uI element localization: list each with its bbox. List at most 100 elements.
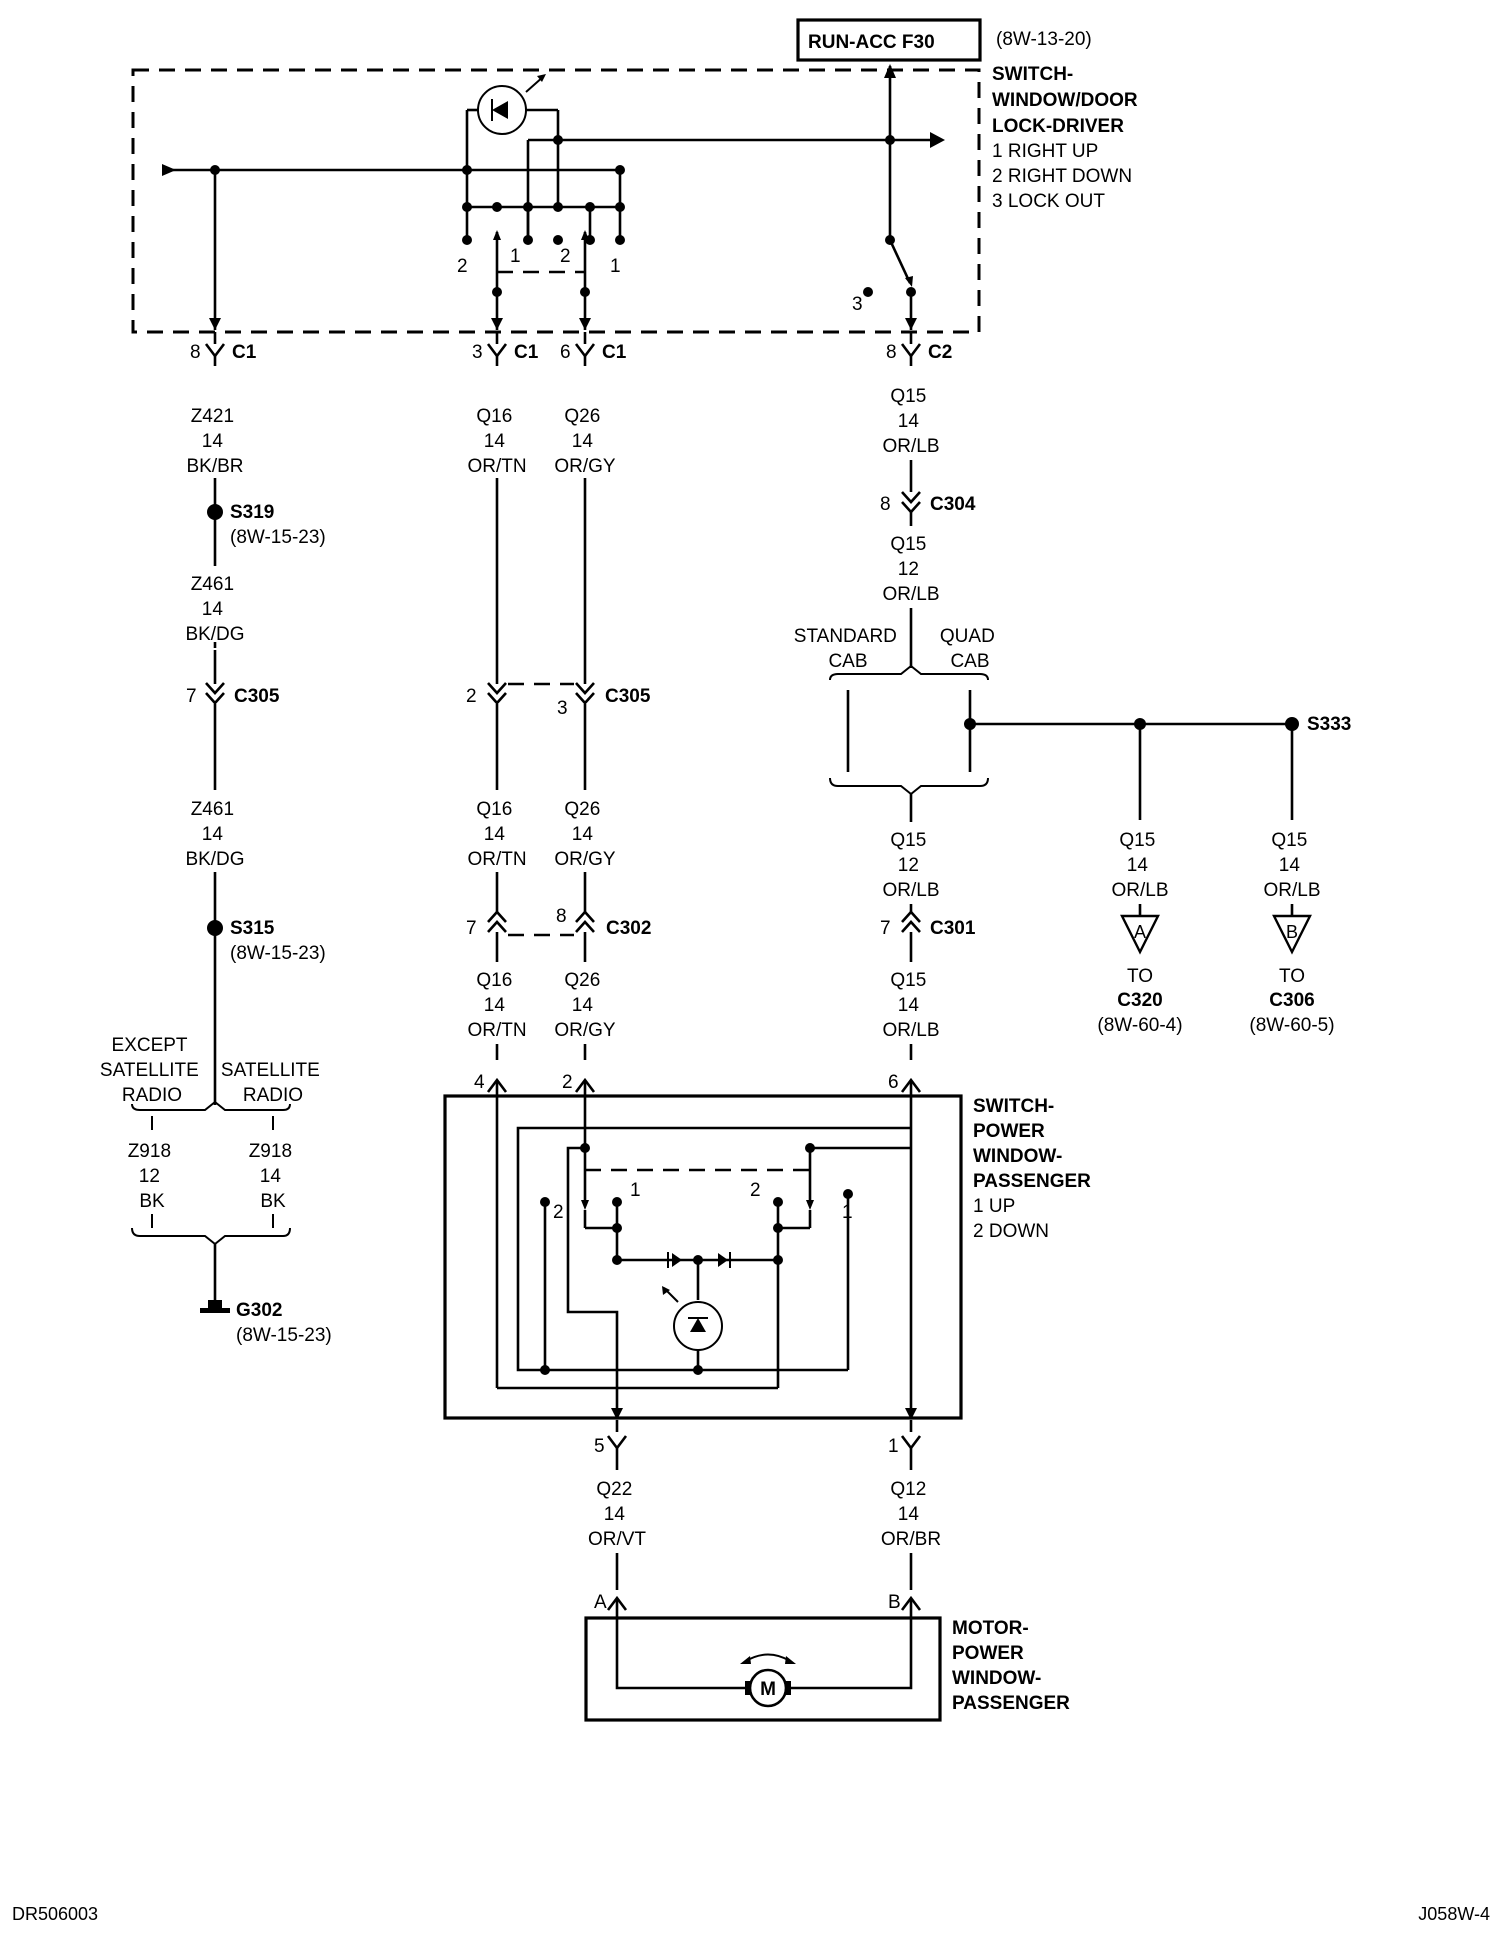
contact-label: 1	[610, 256, 621, 277]
fuse-label: RUN-ACC F30	[808, 32, 935, 53]
svg-text:7: 7	[466, 918, 477, 939]
splice-s315-name: S315	[230, 918, 275, 939]
connector-c1-pin6: 6 C1	[560, 342, 627, 366]
svg-text:A: A	[1134, 922, 1146, 942]
wire-label-q26: Q26 14 OR/GY	[554, 406, 616, 477]
passenger-switch-assembly: SWITCH- POWER WINDOW- PASSENGER 1 UP 2 D…	[443, 1072, 1091, 1420]
svg-text:1: 1	[888, 1436, 899, 1457]
svg-text:C305: C305	[234, 686, 280, 707]
ground-g302-icon	[200, 1300, 230, 1313]
motor-assembly: A B M MOTOR- POWER WINDOW- PASSENGER	[584, 1592, 1070, 1722]
svg-text:8: 8	[880, 494, 891, 515]
offpage-connector-b: B TO C306 (8W-60-5)	[1249, 914, 1335, 1036]
fuse-run-acc-f30: RUN-ACC F30 (8W-13-20)	[796, 18, 1092, 62]
svg-text:C301: C301	[930, 918, 976, 939]
connector-pin-4: 4	[474, 1072, 508, 1094]
svg-text:3: 3	[472, 342, 483, 363]
splice-s319-ref: (8W-15-23)	[230, 527, 326, 548]
contact-label: 1	[630, 1180, 641, 1201]
svg-text:C2: C2	[928, 342, 952, 363]
connector-pin-a: A	[594, 1592, 628, 1613]
svg-text:7: 7	[880, 918, 891, 939]
connector-c301: 7 C301	[880, 910, 976, 939]
connector-pin-1: 1	[888, 1434, 922, 1457]
offpage-connector-a: A TO C320 (8W-60-4)	[1097, 914, 1183, 1036]
connector-c2-pin8: 8 C2	[886, 342, 952, 366]
svg-text:8: 8	[556, 906, 567, 927]
contact-label: 2	[457, 256, 468, 277]
motor-icon	[748, 1668, 788, 1708]
passenger-switch-positions: 1 UP 2 DOWN	[973, 1196, 1049, 1242]
driver-switch-outline	[131, 68, 981, 334]
svg-text:C1: C1	[602, 342, 627, 363]
wire-label-z918-14: Z918 14 BK	[249, 1141, 298, 1212]
svg-text:8: 8	[190, 342, 201, 363]
wire-label-q15: Q15 14 OR/LB	[882, 386, 939, 457]
connector-c305-pins-2-3: 2 3 C305	[466, 681, 651, 719]
wire-label-q16: Q16 14 OR/TN	[467, 970, 526, 1041]
wire-label-q15: Q15 14 OR/LB	[1263, 830, 1320, 901]
svg-text:6: 6	[560, 342, 571, 363]
branch-quad-cab: QUAD CAB	[940, 626, 1000, 672]
wire-label-q16: Q16 14 OR/TN	[467, 406, 526, 477]
svg-text:6: 6	[888, 1072, 899, 1093]
svg-text:B: B	[888, 1592, 901, 1613]
wire-label-q15: Q15 14 OR/LB	[882, 970, 939, 1041]
wire-label-q22: Q22 14 OR/VT	[588, 1479, 646, 1550]
svg-text:4: 4	[474, 1072, 485, 1093]
wire-label-z461: Z461 14 BK/DG	[185, 799, 244, 870]
driver-switch-title: SWITCH- WINDOW/DOOR LOCK-DRIVER	[992, 64, 1143, 137]
contact-label: 1	[510, 246, 521, 267]
branch-standard-cab: STANDARD CAB	[794, 626, 902, 672]
drawing-id-right: J058W-4	[1418, 1904, 1490, 1924]
splice-s319-name: S319	[230, 502, 274, 523]
svg-text:A: A	[594, 1592, 607, 1613]
svg-text:C305: C305	[605, 686, 651, 707]
svg-text:(8W-60-5): (8W-60-5)	[1249, 1015, 1334, 1036]
connector-pin-2: 2	[562, 1072, 596, 1094]
connector-c304: 8 C304	[880, 490, 976, 515]
contact-label: 2	[750, 1180, 761, 1201]
wire-label-q26: Q26 14 OR/GY	[554, 799, 616, 870]
splice-s315-ref: (8W-15-23)	[230, 943, 326, 964]
svg-text:5: 5	[594, 1436, 605, 1457]
splice-s319	[207, 504, 223, 520]
svg-text:TO: TO	[1127, 966, 1153, 987]
splice-s315	[207, 920, 223, 936]
motor-outline	[584, 1616, 942, 1722]
connector-c1-pin3: 3 C1	[472, 342, 539, 366]
wire-label-z918-12: Z918 12 BK	[128, 1141, 177, 1212]
connector-c305-pin7: 7 C305	[186, 681, 280, 707]
contact-label: 3	[852, 294, 863, 315]
connector-c302-pins-7-8: 7 8 C302	[466, 906, 651, 939]
svg-text:B: B	[1286, 922, 1298, 942]
passenger-switch-title: SWITCH- POWER WINDOW- PASSENGER	[973, 1096, 1091, 1192]
wire-label-q15: Q15 12 OR/LB	[882, 534, 939, 605]
svg-text:2: 2	[562, 1072, 573, 1093]
driver-switch-assembly: SWITCH- WINDOW/DOOR LOCK-DRIVER 1 RIGHT …	[131, 64, 1143, 334]
svg-text:C1: C1	[232, 342, 257, 363]
svg-text:(8W-60-4): (8W-60-4)	[1097, 1015, 1182, 1036]
svg-text:C320: C320	[1117, 990, 1162, 1011]
motor-title: MOTOR- POWER WINDOW- PASSENGER	[952, 1618, 1070, 1714]
svg-text:8: 8	[886, 342, 897, 363]
wire-label-q26: Q26 14 OR/GY	[554, 970, 616, 1041]
contact-label: 2	[560, 246, 571, 267]
svg-text:C302: C302	[606, 918, 651, 939]
wire-label-q15: Q15 14 OR/LB	[1111, 830, 1168, 901]
connector-pin-5: 5	[594, 1434, 628, 1457]
connector-c1-pin8: 8 C1	[190, 342, 257, 366]
wire-label-q16: Q16 14 OR/TN	[467, 799, 526, 870]
branch-except-satellite: EXCEPT SATELLITE RADIO	[100, 1035, 204, 1106]
svg-text:C306: C306	[1269, 990, 1314, 1011]
svg-text:2: 2	[466, 686, 477, 707]
branch-satellite: SATELLITE RADIO	[221, 1060, 325, 1106]
ground-g302-name: G302	[236, 1300, 282, 1321]
connector-pin-b: B	[888, 1592, 922, 1613]
svg-text:C304: C304	[930, 494, 976, 515]
driver-switch-positions: 1 RIGHT UP 2 RIGHT DOWN 3 LOCK OUT	[992, 141, 1137, 212]
wire-label-q15: Q15 12 OR/LB	[882, 830, 939, 901]
fuse-ref: (8W-13-20)	[996, 29, 1092, 50]
drawing-id-left: DR506003	[12, 1904, 98, 1924]
